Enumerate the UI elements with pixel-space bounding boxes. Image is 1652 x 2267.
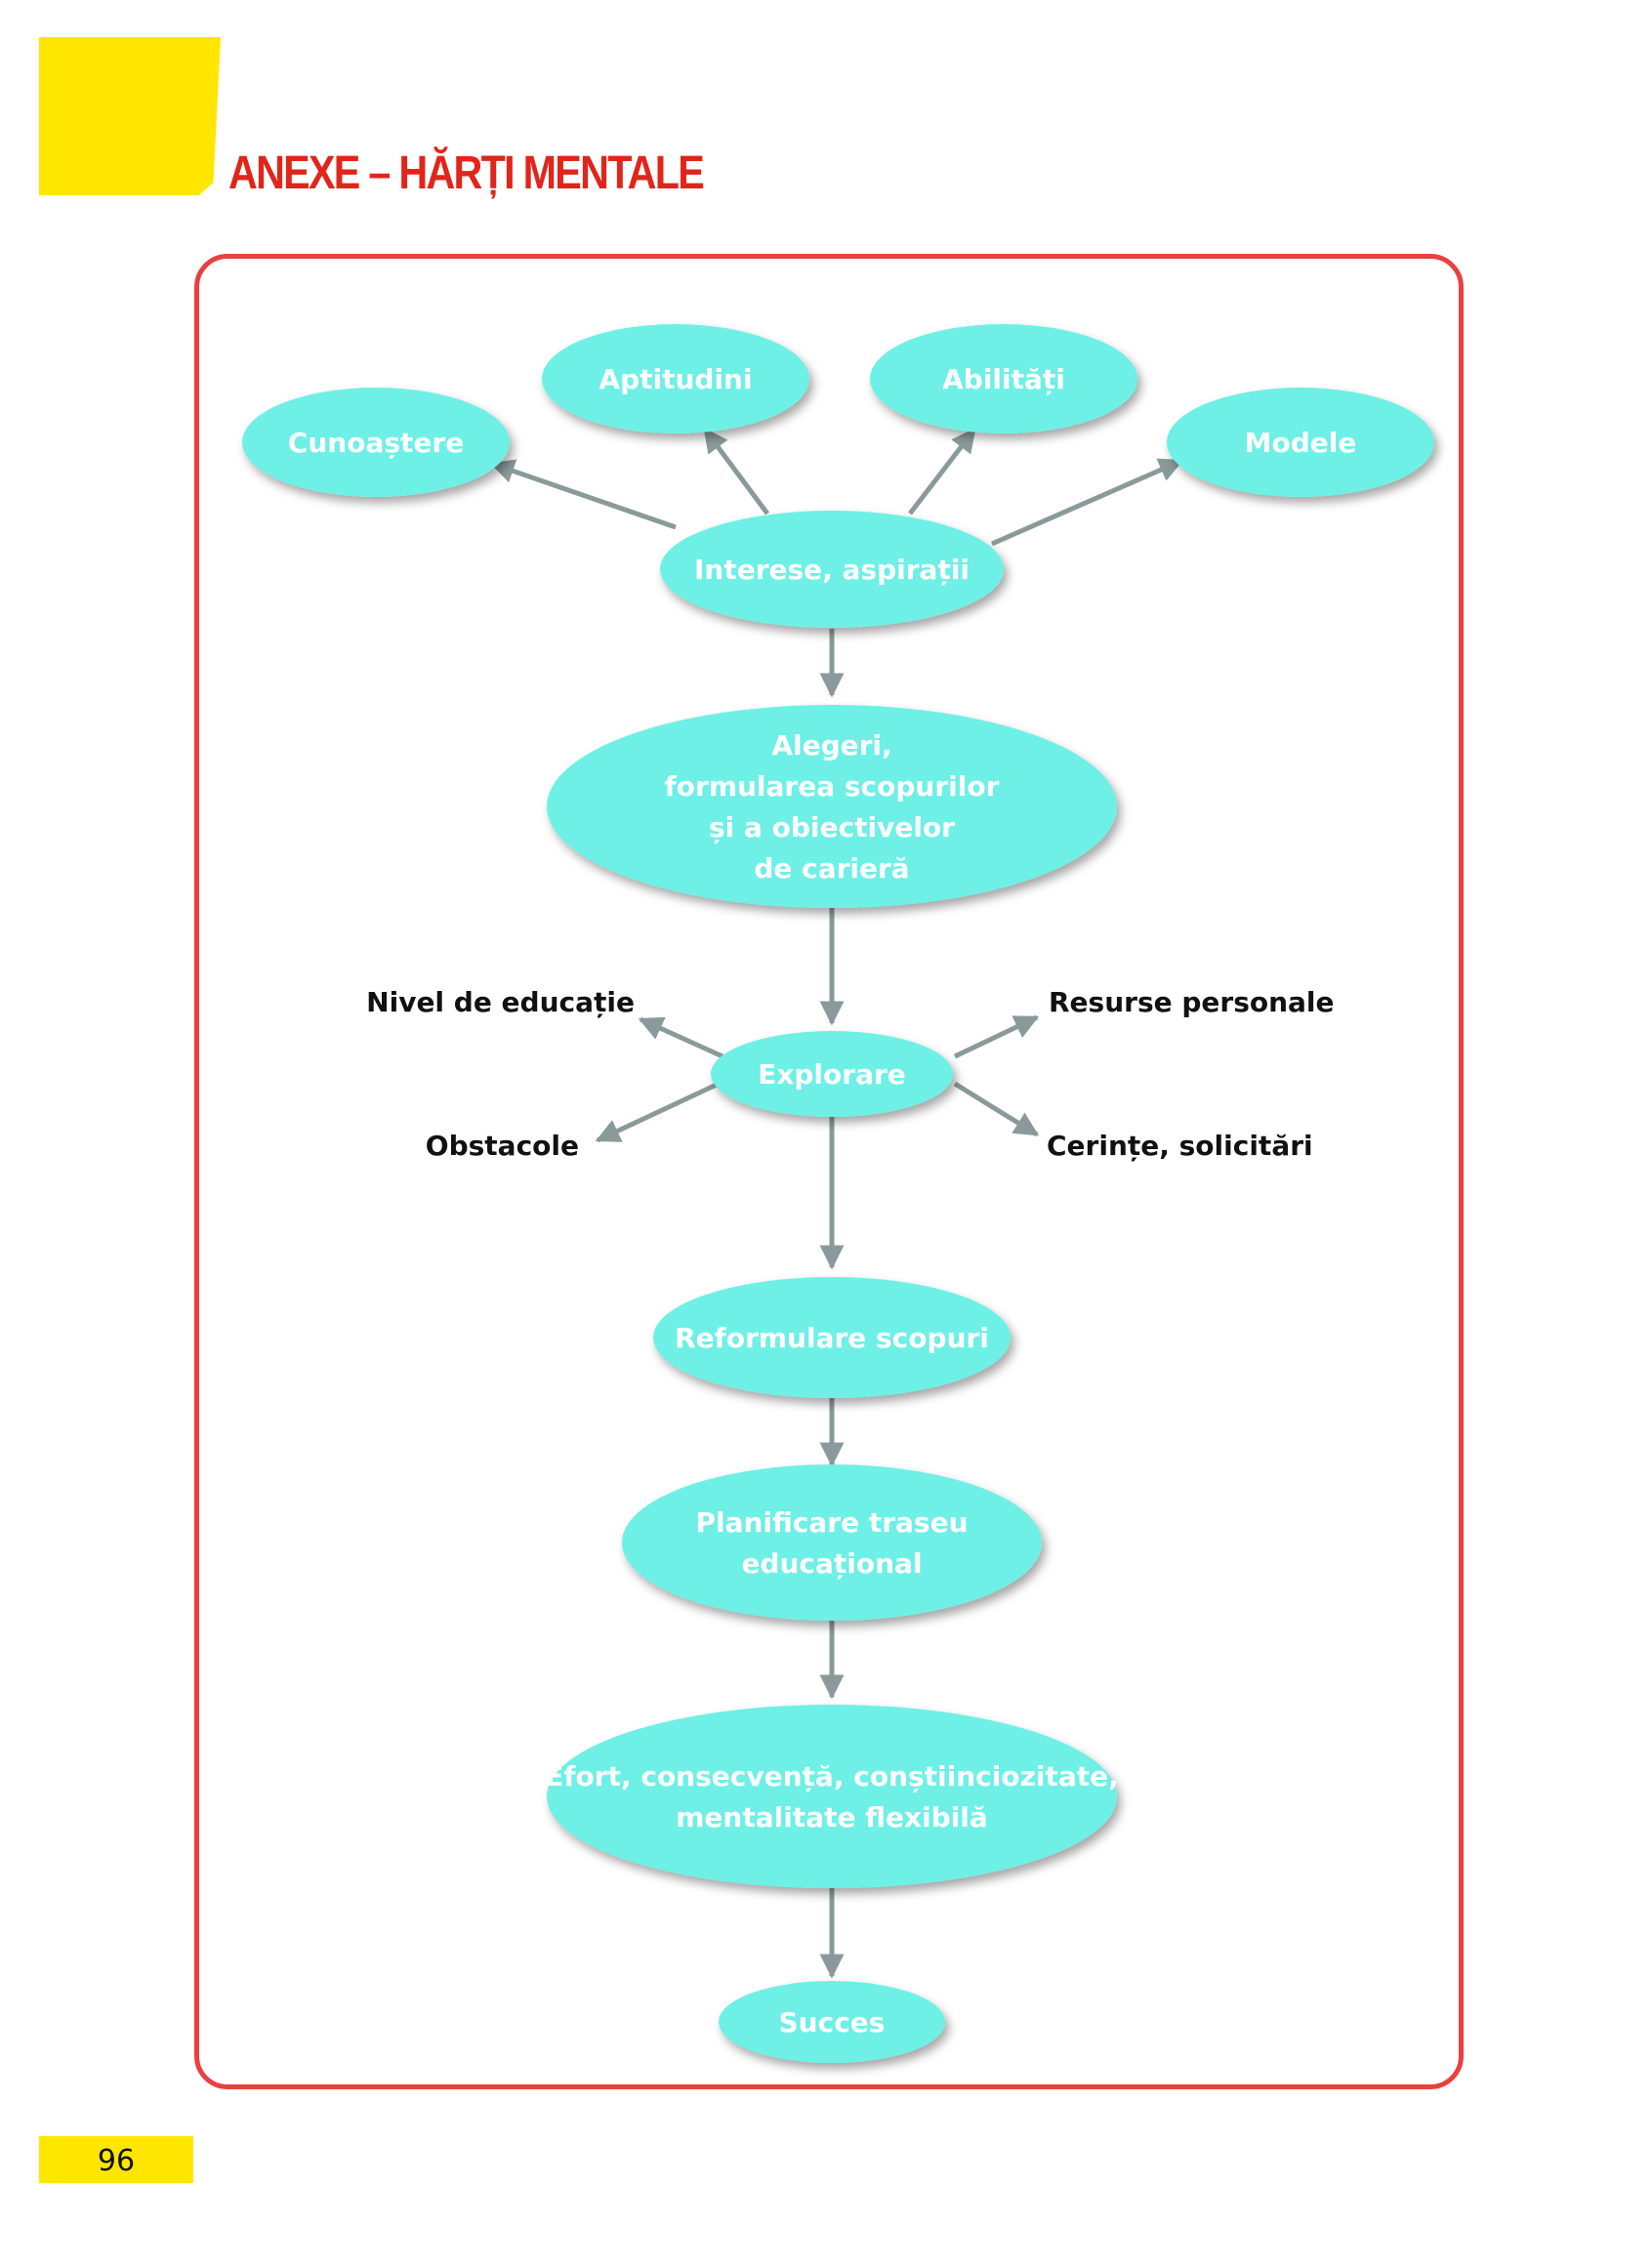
node-modele-text-0: Modele — [1245, 427, 1357, 459]
node-abilitati: Abilități — [870, 324, 1137, 433]
page-title: ANEXE – HĂRȚI MENTALE — [228, 147, 705, 199]
node-abilitati-text-0: Abilități — [942, 363, 1065, 395]
node-interese: Interese, aspirații — [660, 511, 1004, 628]
page-number: 96 — [97, 2144, 136, 2178]
node-planificare-text-1: educațional — [741, 1547, 922, 1580]
arrow-3 — [990, 458, 1184, 547]
labels-layer: Nivel de educație Resurse personaleObstac… — [366, 986, 1334, 1162]
node-planificare-text-0: Planificare traseu — [695, 1506, 968, 1539]
node-explorare-text-0: Explorare — [758, 1058, 906, 1091]
node-aptitudini-shape — [542, 324, 809, 433]
label-nivel: Nivel de educație — [366, 986, 635, 1018]
node-succes: Succes — [719, 1981, 945, 2063]
label-obstacole: Obstacole — [426, 1130, 579, 1162]
node-interese-shape — [660, 511, 1004, 628]
node-interese-text-0: Interese, aspirații — [694, 554, 970, 586]
corner-accent-tab — [39, 37, 221, 195]
node-alegeri-shape — [547, 705, 1117, 908]
label-resurse: Resurse personale — [1049, 986, 1335, 1018]
page-number-box: 96 — [39, 2136, 193, 2183]
arrows-layer — [489, 427, 1184, 1979]
arrow-8 — [595, 1081, 721, 1143]
node-explorare-shape — [711, 1031, 953, 1117]
node-planificare: Planificare traseu educațional — [622, 1464, 1042, 1621]
node-succes-text-0: Succes — [779, 2006, 886, 2039]
arrow-9 — [953, 1081, 1040, 1137]
node-efort-text-0: Efort, consecvență, conștiinciozitate, — [545, 1760, 1119, 1793]
node-alegeri-text-0: Alegeri, — [771, 729, 891, 762]
node-abilitati-shape — [870, 324, 1137, 433]
node-alegeri-text-2: și a obiectivelor — [709, 811, 955, 844]
node-explorare: Explorare — [711, 1031, 953, 1117]
label-cerinte: Cerințe, solicitări — [1047, 1130, 1313, 1162]
node-alegeri-text-1: formularea scopurilor — [665, 770, 1000, 803]
arrow-1 — [702, 427, 770, 515]
node-cunoastere-text-0: Cunoaștere — [288, 427, 464, 459]
node-reformulare: Reformulare scopuri — [653, 1277, 1011, 1398]
node-cunoastere: Cunoaștere — [242, 388, 510, 497]
node-alegeri: Alegeri, formularea scopurilor și a obiect… — [547, 705, 1117, 908]
node-reformulare-text-0: Reformulare scopuri — [675, 1322, 989, 1354]
node-alegeri-text-3: de carieră — [754, 852, 909, 885]
arrow-2 — [908, 428, 976, 515]
node-aptitudini-text-0: Aptitudini — [599, 363, 752, 395]
arrow-0 — [489, 459, 677, 530]
node-planificare-shape — [622, 1464, 1042, 1621]
node-succes-shape — [719, 1981, 945, 2063]
node-efort-text-1: mentalitate flexibilă — [676, 1801, 988, 1834]
arrow-6 — [638, 1016, 724, 1059]
node-modele: Modele — [1167, 388, 1434, 497]
diagram-frame — [194, 254, 1464, 2089]
node-reformulare-shape — [653, 1277, 1011, 1398]
node-modele-shape — [1167, 388, 1434, 497]
arrow-7 — [953, 1014, 1040, 1059]
node-aptitudini: Aptitudini — [542, 324, 809, 433]
node-cunoastere-shape — [242, 388, 510, 497]
node-efort: Efort, consecvență, conștiinciozitate, me… — [545, 1705, 1119, 1888]
node-efort-shape — [547, 1705, 1117, 1888]
